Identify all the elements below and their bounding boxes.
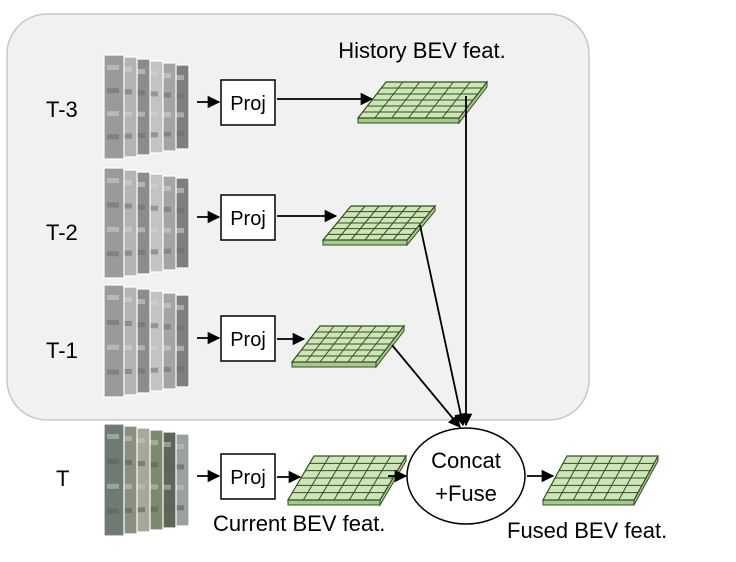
time-label-t-2: T-2 xyxy=(46,220,78,245)
proj-box-t: Proj xyxy=(220,453,276,500)
arrow-history-t-1-to-concat xyxy=(391,344,461,428)
current-bev-label: Current BEV feat. xyxy=(213,511,385,536)
camera-frames-layer xyxy=(103,54,190,537)
proj-box-t-3: Proj xyxy=(220,79,276,126)
bev-grid-fused xyxy=(541,455,660,506)
proj-box-t-2: Proj xyxy=(220,194,276,241)
bev-grid-history-t-2 xyxy=(321,204,437,247)
bev-grids-layer xyxy=(286,80,660,507)
concat-fuse-node: Concat +Fuse xyxy=(406,427,526,525)
arrow-history-t-2-to-concat xyxy=(419,224,467,427)
fused-bev-label: Fused BEV feat. xyxy=(507,518,667,543)
bev-grid-history-t-1 xyxy=(290,324,406,369)
camera-frames-t xyxy=(103,423,190,537)
svg-text:Proj: Proj xyxy=(230,208,266,230)
svg-text:Proj: Proj xyxy=(230,93,266,115)
camera-frames-t-2 xyxy=(103,167,190,279)
time-label-t: T xyxy=(56,466,69,491)
svg-text:Proj: Proj xyxy=(230,329,266,351)
bev-grid-current xyxy=(286,454,408,507)
time-label-t-3: T-3 xyxy=(46,97,78,122)
camera-frames-t-1 xyxy=(103,284,190,398)
svg-text:Concat: Concat xyxy=(431,448,501,473)
camera-frames-t-3 xyxy=(103,54,190,160)
history-bev-label: History BEV feat. xyxy=(338,38,506,63)
time-label-t-1: T-1 xyxy=(46,338,78,363)
svg-text:Proj: Proj xyxy=(230,467,266,489)
svg-text:+Fuse: +Fuse xyxy=(435,481,497,506)
proj-box-t-1: Proj xyxy=(220,315,276,362)
